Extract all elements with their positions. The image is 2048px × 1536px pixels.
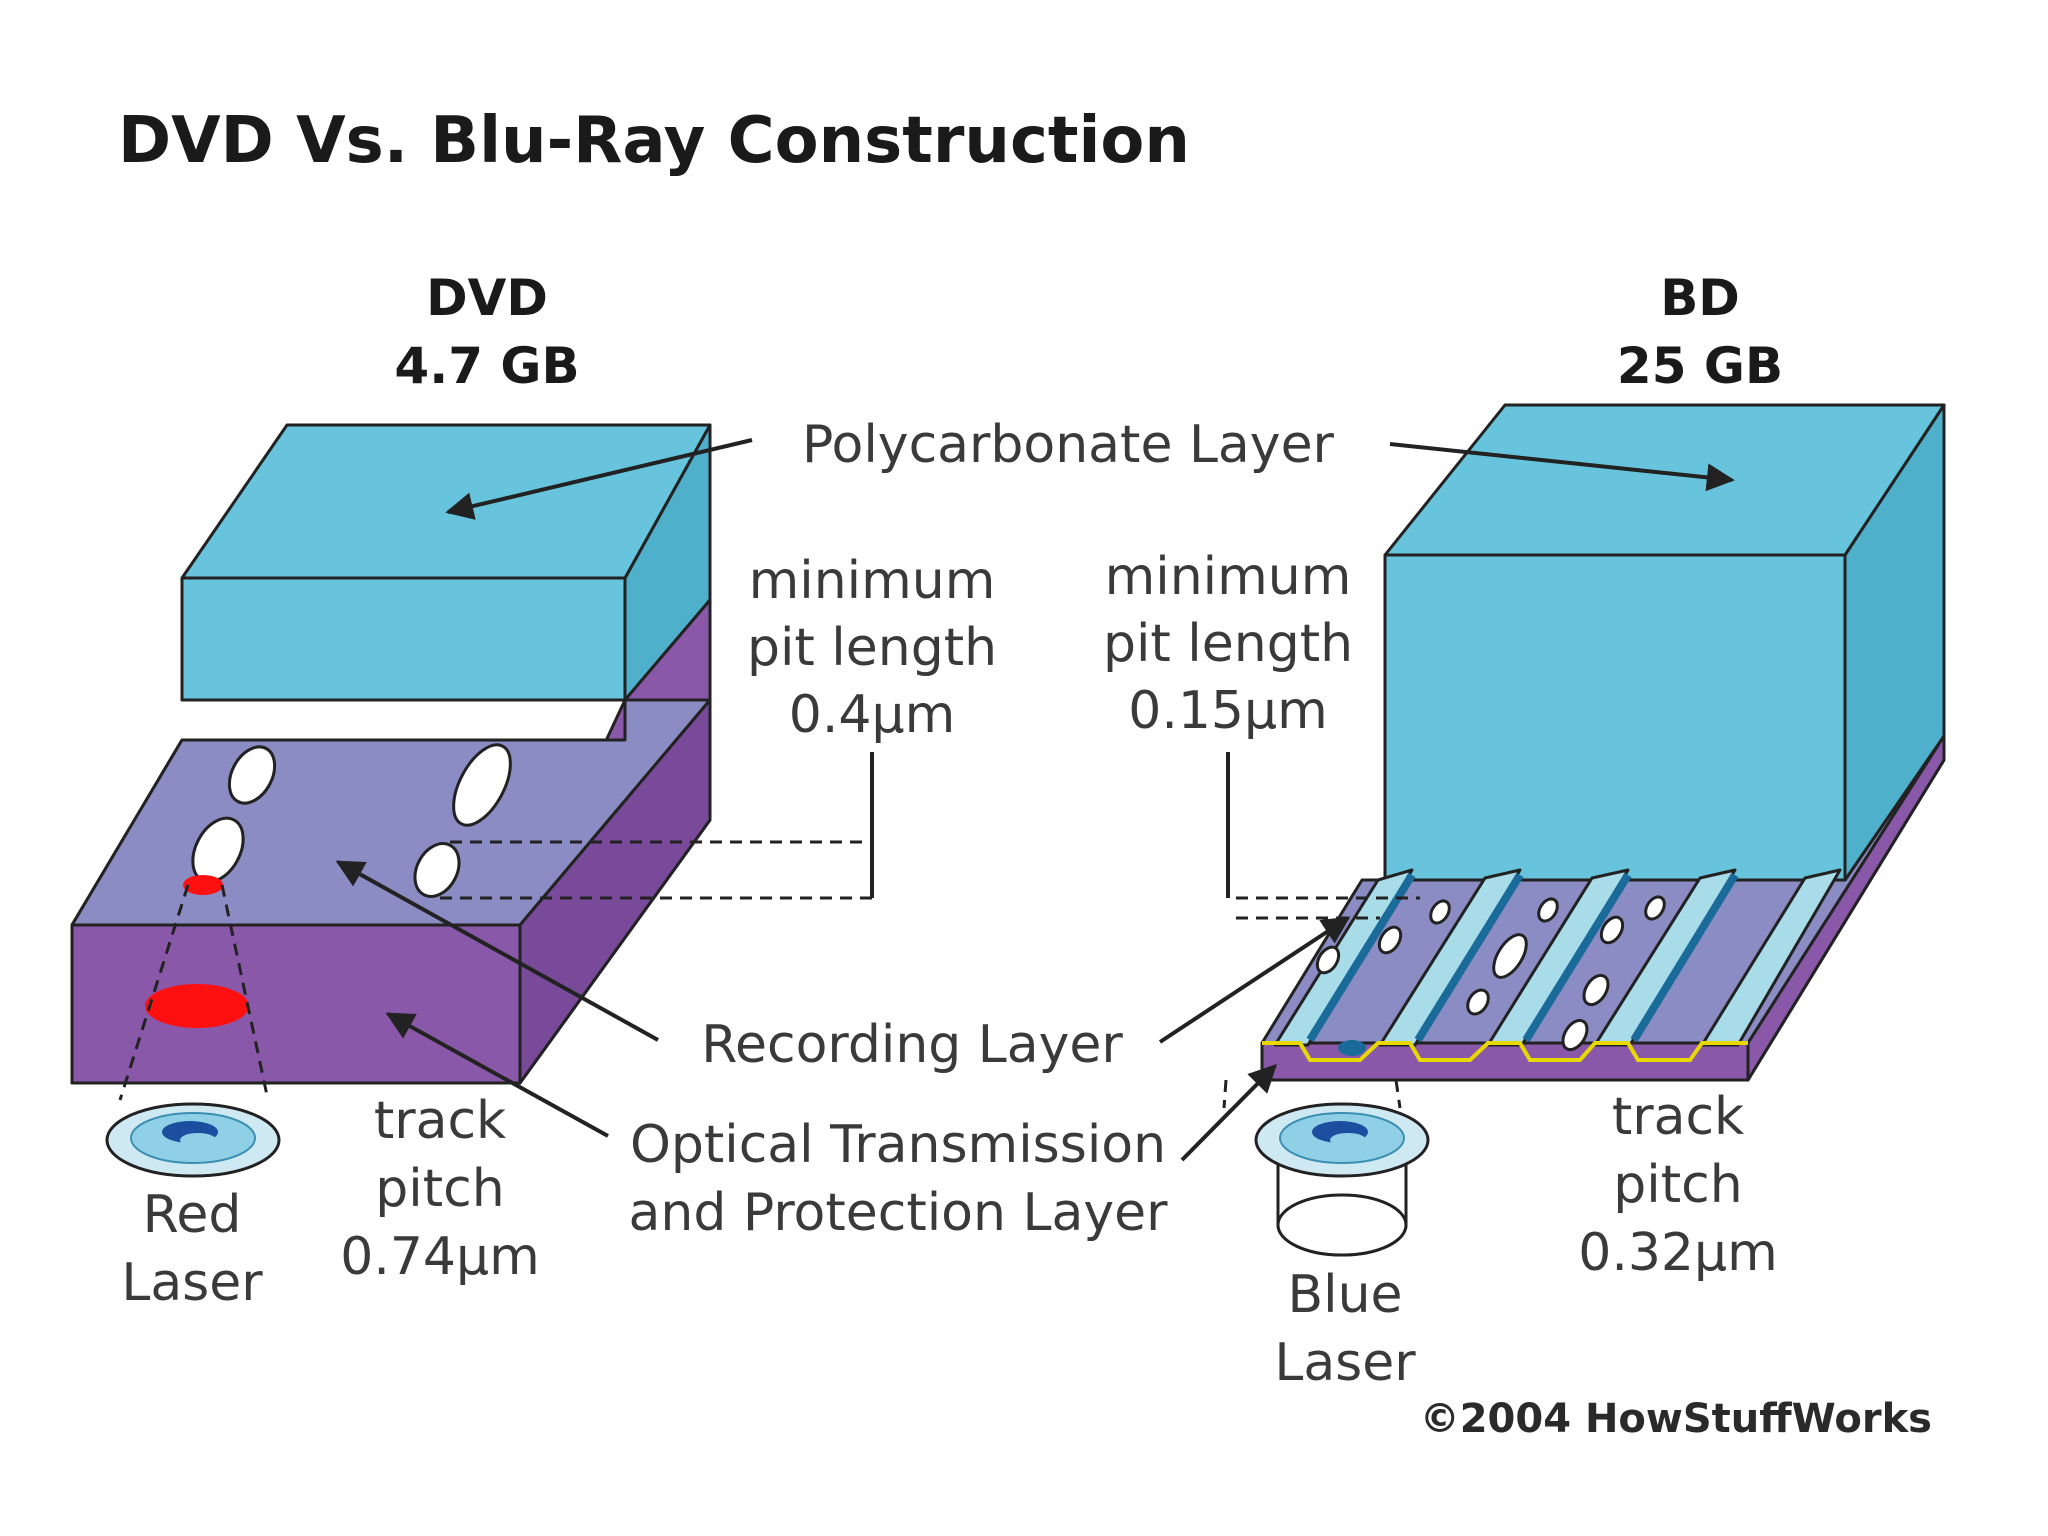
dvd-polycarbonate-front-face	[180, 576, 627, 702]
arrow-recording-bd	[1158, 916, 1351, 1044]
dvd-min-pit-value: 0.4µm	[789, 685, 955, 745]
dvd-block	[70, 423, 712, 1178]
bd-block	[1254, 403, 1946, 1257]
bd-pit	[1466, 988, 1490, 1016]
bd-pit	[1537, 897, 1559, 923]
bd-min-pit-label-2: pit length	[1103, 614, 1353, 674]
bd-pit	[1582, 973, 1610, 1007]
red-laser-label-2: Laser	[121, 1253, 263, 1313]
bd-pit	[1644, 895, 1666, 921]
optical-layer-label-2: and Protection Layer	[629, 1183, 1169, 1243]
red-laser-lens-icon	[105, 1102, 281, 1178]
dvd-laser-spot	[145, 984, 249, 1028]
recording-layer-label: Recording Layer	[701, 1015, 1123, 1075]
bd-heading: BD	[1660, 269, 1740, 327]
red-laser-label-1: Red	[143, 1185, 242, 1245]
bd-track-pitch-value: 0.32µm	[1578, 1223, 1778, 1283]
dvd-capacity: 4.7 GB	[394, 337, 579, 395]
diagram-title: DVD Vs. Blu-Ray Construction	[118, 104, 1190, 178]
copyright: ©2004 HowStuffWorks	[1420, 1396, 1932, 1442]
bd-min-pit-value: 0.15µm	[1128, 681, 1328, 741]
arrow-optical-bd	[1180, 1064, 1277, 1162]
dvd-purple-base-right	[518, 698, 712, 1085]
dvd-min-pit-label-2: pit length	[747, 618, 997, 678]
dvd-track-pitch-label-1: track	[374, 1091, 506, 1151]
dvd-track-pitch-label-2: pitch	[375, 1159, 504, 1219]
dvd-track-pitch-value: 0.74µm	[340, 1227, 540, 1287]
bd-min-pit-label-1: minimum	[1105, 547, 1352, 607]
optical-layer-label-1: Optical Transmission	[630, 1115, 1166, 1175]
bd-capacity: 25 GB	[1617, 337, 1783, 395]
dvd-laser-spot-top	[183, 875, 223, 895]
bd-pit	[1429, 899, 1451, 925]
bd-pit	[1377, 925, 1403, 955]
blue-laser-label-1: Blue	[1287, 1265, 1402, 1325]
arrow-polycarbonate-dvd	[445, 438, 753, 520]
arrow-optical-dvd	[385, 1012, 609, 1138]
blue-laser-lens-icon	[1254, 1102, 1430, 1257]
dvd-pit	[227, 745, 277, 805]
bd-pit	[1315, 945, 1341, 975]
bd-purple-edge	[1746, 734, 1946, 1082]
dvd-heading: DVD	[426, 269, 548, 327]
bd-polycarbonate-top-face	[1383, 403, 1946, 557]
bd-pit	[1492, 933, 1528, 979]
bd-polycarbonate-front-face	[1383, 553, 1847, 882]
bd-track-pitch-label-1: track	[1612, 1087, 1744, 1147]
bd-recording-edge	[1262, 1041, 1748, 1062]
dvd-min-pit-label-1: minimum	[749, 551, 996, 611]
dvd-pit	[413, 842, 461, 898]
bd-pit	[1599, 915, 1625, 945]
arrow-polycarbonate-bd	[1389, 442, 1735, 492]
dvd-pit	[452, 743, 512, 827]
polycarbonate-label: Polycarbonate Layer	[802, 415, 1335, 475]
dvd-purple-base-front	[70, 923, 522, 1085]
bd-pit	[1561, 1018, 1589, 1052]
dvd-polycarbonate-top-face	[180, 423, 712, 580]
arrow-recording-dvd	[335, 860, 659, 1042]
bd-laser-spot	[1338, 1040, 1366, 1056]
bd-track-pitch-label-2: pitch	[1613, 1155, 1742, 1215]
blue-laser-label-2: Laser	[1274, 1333, 1416, 1393]
